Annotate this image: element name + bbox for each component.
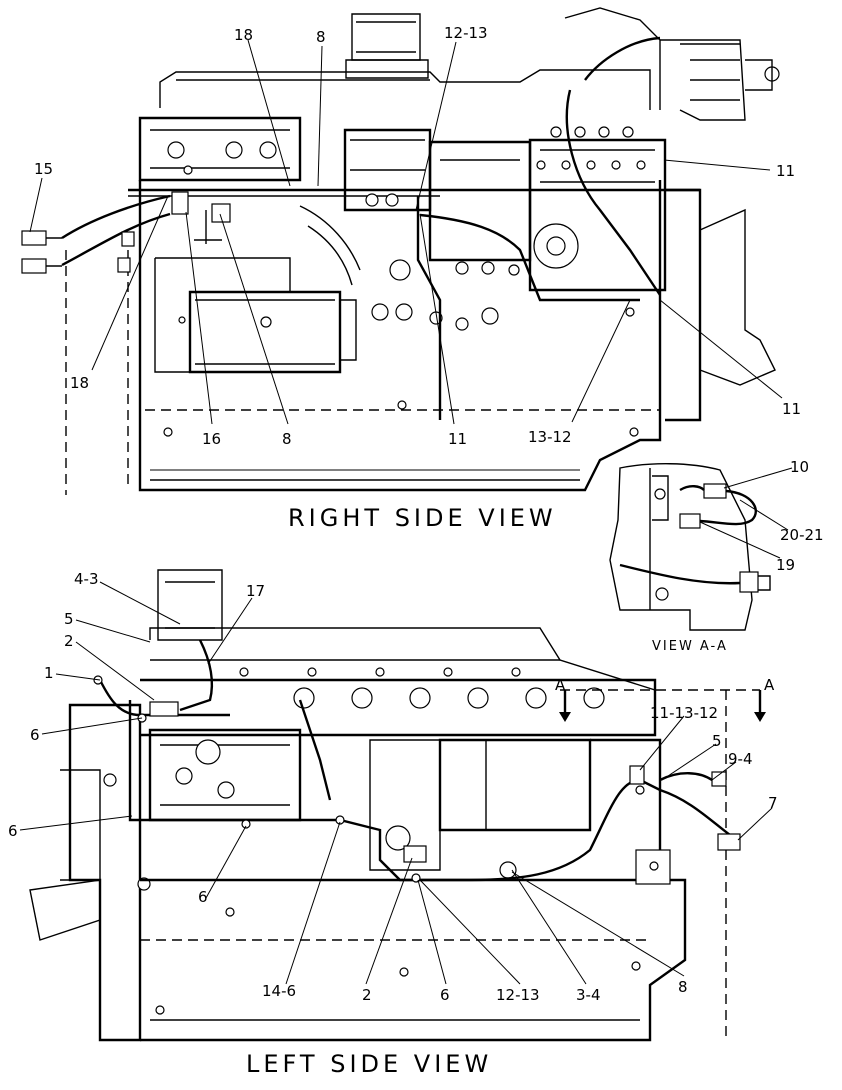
callout-left-13: 14-6 [262,982,296,1000]
callout-left-1: 4-3 [74,570,99,588]
callout-left-16: 12-13 [496,986,540,1004]
section-mark-left: A [555,676,566,694]
detail-view-callouts: 10 20-21 19 [776,458,824,574]
section-mark-right: A [764,676,775,694]
callout-left-6: 6 [30,726,40,744]
callout-right-1: 18 [234,26,253,44]
callout-right-2: 8 [316,28,326,46]
callout-left-17: 3-4 [576,986,601,1004]
callout-right-9: 11 [448,430,467,448]
callout-left-12: 7 [768,794,778,812]
right-side-view-drawing [21,7,780,495]
callout-right-11: 11 [782,400,801,418]
callout-left-4: 2 [64,632,74,650]
callout-right-6: 18 [70,374,89,392]
callout-left-10: 5 [712,732,722,750]
callout-left-15: 6 [440,986,450,1004]
leader-lines [19,39,793,985]
view-a-a-detail-drawing [609,463,771,631]
callout-right-10: 13-12 [528,428,572,446]
callout-detail-3: 19 [776,556,795,574]
callout-detail-1: 10 [790,458,809,476]
callout-left-18: 8 [678,978,688,996]
right-view-callouts: 18 8 12-13 15 11 18 16 8 11 13-12 11 [34,24,801,448]
callout-left-14: 2 [362,986,372,1004]
callout-detail-2: 20-21 [780,526,824,544]
callout-left-3: 5 [64,610,74,628]
callout-right-4: 15 [34,160,53,178]
callout-left-8: 6 [198,888,208,906]
callout-left-11: 9-4 [728,750,753,768]
callout-right-8: 8 [282,430,292,448]
left-side-view-title: LEFT SIDE VIEW [246,1050,492,1078]
callout-right-5: 11 [776,162,795,180]
callout-right-3: 12-13 [444,24,488,42]
left-view-callouts: 4-3 17 5 2 1 6 6 6 11-13-12 5 9-4 7 14-6… [8,570,778,1004]
callout-right-7: 16 [202,430,221,448]
callout-left-7: 6 [8,822,18,840]
callout-left-9: 11-13-12 [650,704,718,722]
right-side-view-title: RIGHT SIDE VIEW [288,504,557,532]
callout-left-5: 1 [44,664,54,682]
view-a-a-title: VIEW A-A [652,639,728,654]
callout-left-2: 17 [246,582,265,600]
left-side-view-drawing [29,569,766,1042]
